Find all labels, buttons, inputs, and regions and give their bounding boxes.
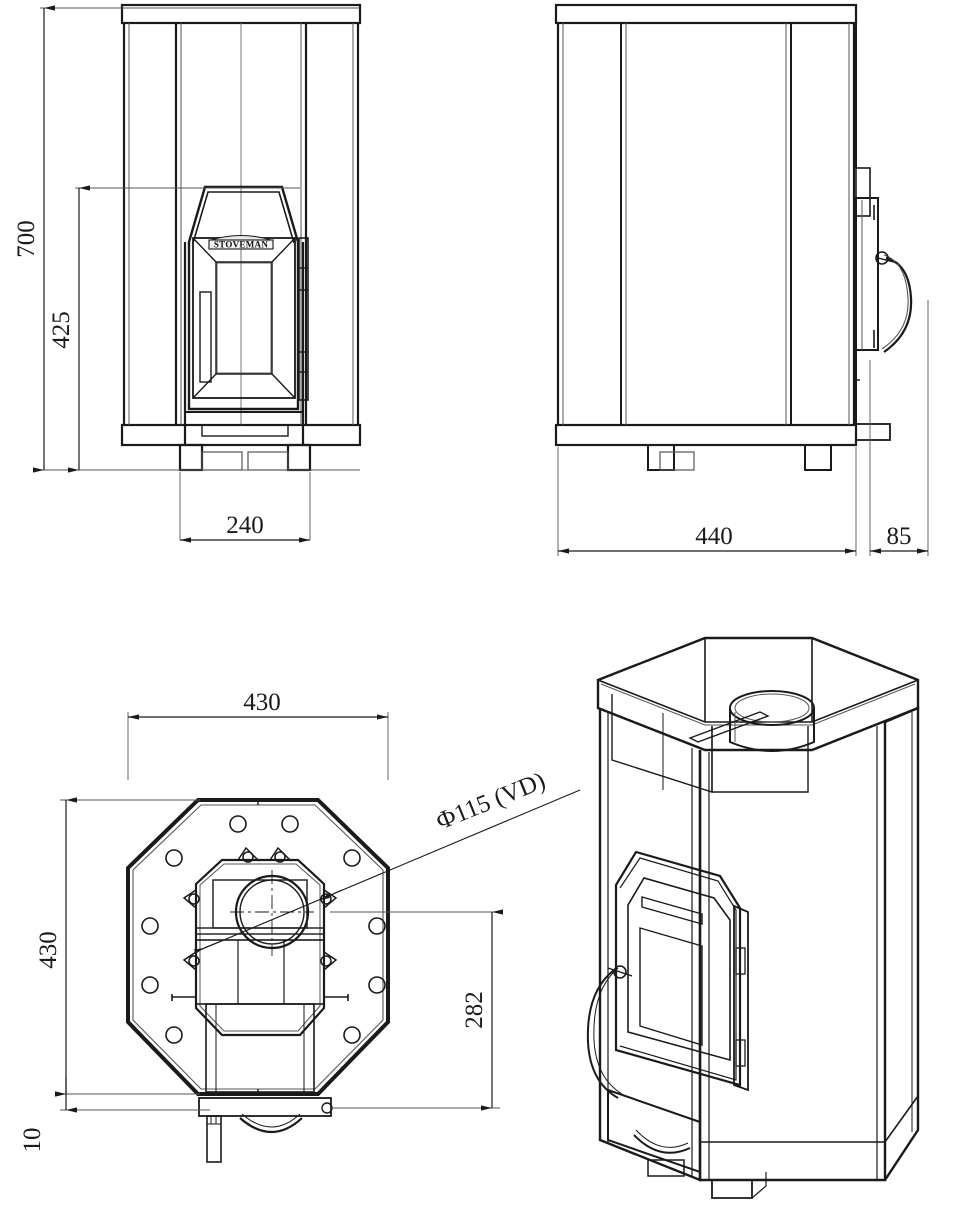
- brand-logo-plate: STOVEMAN: [208, 234, 274, 250]
- handle-pivot: [875, 251, 889, 265]
- side-witness-lines: [557, 300, 929, 556]
- dimension-240: 240: [180, 512, 310, 543]
- side-stone-cage: [554, 3, 858, 447]
- dimension-430-depth-label: 430: [35, 931, 62, 969]
- dimension-425-label: 425: [48, 311, 75, 349]
- side-door-assembly: [855, 167, 913, 441]
- top-inner-plates: [195, 879, 325, 1093]
- isometric-3d-view: [586, 636, 920, 1199]
- dimension-700: 700: [13, 5, 55, 473]
- dimension-440: 440: [558, 523, 856, 554]
- front-elevation-view: STOVEMAN: [13, 3, 362, 543]
- dimension-240-label: 240: [226, 512, 264, 539]
- dimension-425: 425: [48, 185, 90, 473]
- dimension-440-label: 440: [695, 523, 733, 550]
- iso-door-assembly: [586, 850, 749, 1099]
- flue-opening: [230, 870, 314, 956]
- iso-ash-drawer: [607, 1088, 701, 1177]
- dimension-10: 10: [19, 1078, 77, 1153]
- side-elevation-view: 440 85: [554, 3, 929, 556]
- iso-inner-walls: [611, 694, 809, 793]
- front-witness-lines: [40, 7, 360, 540]
- top-bottom-handle: [198, 1097, 333, 1163]
- top-witness-lines: [60, 712, 500, 1111]
- top-side-rods: [171, 994, 349, 1001]
- dimension-282-label: 282: [461, 991, 488, 1029]
- iso-flange: [688, 711, 770, 743]
- dimension-85: 85: [870, 523, 928, 554]
- front-firebox-body: STOVEMAN: [183, 185, 309, 446]
- dimension-430-width-label: 430: [243, 689, 281, 716]
- dimension-430-depth: 430: [35, 797, 77, 1097]
- door-handle-strip: [199, 291, 212, 383]
- iso-feet: [711, 1172, 767, 1199]
- dimension-700-label: 700: [13, 220, 40, 258]
- dimension-10-label: 10: [19, 1128, 46, 1153]
- dimension-85-label: 85: [887, 523, 912, 550]
- dimension-430-width: 430: [128, 689, 388, 720]
- dimension-282: 282: [461, 909, 503, 1111]
- top-bolt-holes: [141, 815, 386, 1044]
- side-feet: [647, 444, 832, 471]
- iso-flue-collar: [729, 690, 815, 752]
- brand-logo-text: STOVEMAN: [214, 240, 268, 250]
